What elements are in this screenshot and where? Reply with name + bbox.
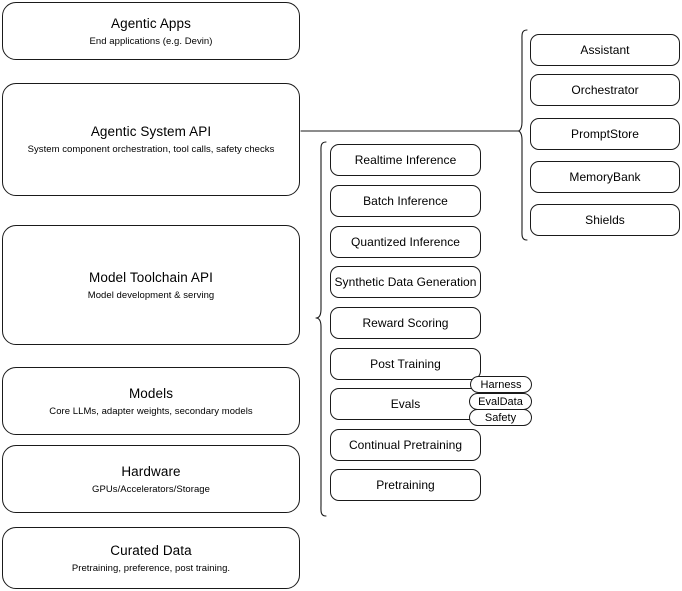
capability-label: Batch Inference <box>363 194 448 208</box>
tier-models[interactable]: Models Core LLMs, adapter weights, secon… <box>2 367 300 435</box>
component-shields[interactable]: Shields <box>530 204 680 236</box>
component-label: Shields <box>585 213 625 227</box>
tier-subtitle: Model development & serving <box>87 289 215 301</box>
capability-label: Evals <box>390 397 421 411</box>
capability-realtime-inference[interactable]: Realtime Inference <box>330 144 481 176</box>
component-assistant[interactable]: Assistant <box>530 34 680 66</box>
capability-quantized-inference[interactable]: Quantized Inference <box>330 226 481 258</box>
capability-label: Continual Pretraining <box>348 438 463 452</box>
component-memorybank[interactable]: MemoryBank <box>530 161 680 193</box>
tier-title: Curated Data <box>110 542 192 558</box>
tier-curated-data[interactable]: Curated Data Pretraining, preference, po… <box>2 527 300 589</box>
tier-subtitle: GPUs/Accelerators/Storage <box>92 483 210 495</box>
capability-label: Post Training <box>370 357 441 371</box>
eval-chip-safety[interactable]: Safety <box>469 409 532 426</box>
brace-toolchain-capabilities <box>315 141 327 517</box>
capability-label: Realtime Inference <box>354 153 457 167</box>
capability-post-training[interactable]: Post Training <box>330 348 481 380</box>
eval-chip-label: Safety <box>484 411 517 424</box>
tier-title: Agentic System API <box>90 124 212 139</box>
component-label: Orchestrator <box>571 83 639 97</box>
component-label: PromptStore <box>571 127 639 141</box>
eval-chip-label: EvalData <box>478 395 523 408</box>
capability-label: Pretraining <box>376 478 435 492</box>
capability-synthetic-data-generation[interactable]: Synthetic Data Generation <box>330 266 481 298</box>
tier-subtitle: Pretraining, preference, post training. <box>71 562 231 574</box>
tier-model-toolchain-api[interactable]: Model Toolchain API Model development & … <box>2 225 300 345</box>
component-label: Assistant <box>580 43 630 57</box>
eval-chip-label: Harness <box>480 378 522 391</box>
capability-reward-scoring[interactable]: Reward Scoring <box>330 307 481 339</box>
tier-subtitle: Core LLMs, adapter weights, secondary mo… <box>49 405 253 417</box>
eval-chip-harness[interactable]: Harness <box>470 376 532 393</box>
capability-label: Quantized Inference <box>350 235 461 249</box>
capability-evals[interactable]: Evals <box>330 388 481 420</box>
component-orchestrator[interactable]: Orchestrator <box>530 74 680 106</box>
capability-continual-pretraining[interactable]: Continual Pretraining <box>330 429 481 461</box>
brace-system-components <box>517 29 528 241</box>
tier-agentic-system-api[interactable]: Agentic System API System component orch… <box>2 83 300 196</box>
capability-label: Synthetic Data Generation <box>334 275 477 289</box>
tier-hardware[interactable]: Hardware GPUs/Accelerators/Storage <box>2 445 300 513</box>
tier-title: Model Toolchain API <box>89 269 213 285</box>
eval-chip-evaldata[interactable]: EvalData <box>469 393 532 410</box>
component-promptstore[interactable]: PromptStore <box>530 118 680 150</box>
capability-pretraining[interactable]: Pretraining <box>330 469 481 501</box>
tier-subtitle: System component orchestration, tool cal… <box>27 144 275 155</box>
tier-title: Agentic Apps <box>110 15 191 31</box>
tier-title: Models <box>128 385 174 401</box>
tier-agentic-apps[interactable]: Agentic Apps End applications (e.g. Devi… <box>2 2 300 60</box>
tier-subtitle: End applications (e.g. Devin) <box>89 35 213 47</box>
tier-title: Hardware <box>121 463 181 479</box>
capability-label: Reward Scoring <box>362 316 449 330</box>
component-label: MemoryBank <box>569 170 641 184</box>
capability-batch-inference[interactable]: Batch Inference <box>330 185 481 217</box>
